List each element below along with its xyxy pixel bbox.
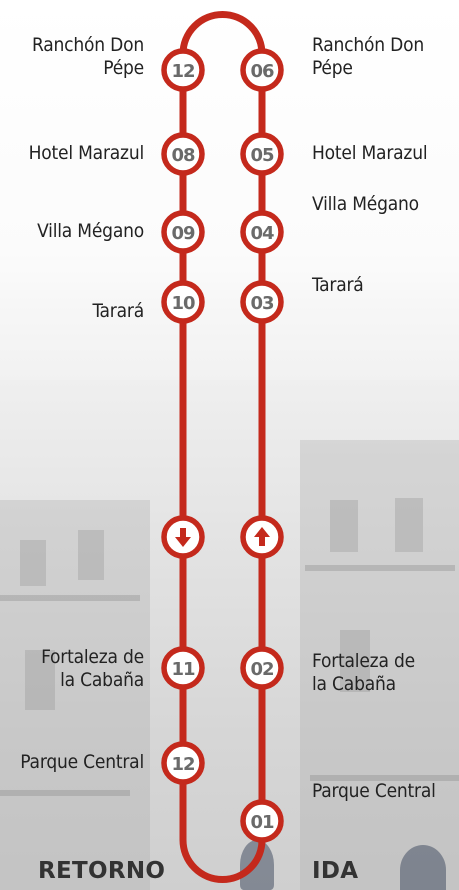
left-stop-1-number: 12 [171, 61, 194, 82]
left-stop-5-number: 11 [171, 659, 195, 680]
right-stop-1-number: 06 [250, 61, 274, 82]
background-person [400, 845, 446, 890]
background-window [25, 650, 55, 710]
background-sky [0, 0, 459, 420]
left-label-marazul: Hotel Marazul [28, 142, 145, 164]
right-stop-5-number: 02 [250, 659, 273, 680]
background-window [330, 500, 358, 552]
left-stop-2-circle [161, 132, 205, 176]
right-label-ranchon: Ranchón Don Pépe [312, 34, 424, 79]
left-stop-4-number: 10 [171, 293, 195, 314]
stops: 12 08 09 10 11 12 06 05 04 03 02 01 [161, 48, 284, 843]
right-stop-3-number: 04 [250, 223, 274, 244]
title-retorno: RETORNO [38, 858, 166, 884]
right-label-megano: Villa Mégano [312, 193, 419, 215]
background-window [395, 498, 423, 552]
left-label-fortaleza: Fortaleza de la Cabaña [41, 646, 144, 691]
background-balcony [0, 790, 130, 796]
right-stop-1-circle [240, 48, 284, 92]
background-balcony [305, 565, 455, 571]
left-stop-6-number: 12 [171, 754, 194, 775]
right-label-parque: Parque Central [312, 780, 436, 802]
left-stop-1-circle [161, 48, 205, 92]
right-stop-6-number: 01 [250, 812, 274, 833]
right-stop-2-number: 05 [250, 145, 274, 166]
right-stop-5-circle [240, 646, 284, 690]
up-arrow-icon [254, 527, 270, 546]
left-stop-6-circle [161, 741, 205, 785]
left-stop-4-circle [161, 280, 205, 324]
right-stop-4-circle [240, 280, 284, 324]
background-building [300, 440, 459, 890]
left-label-tarara: Tarará [92, 300, 144, 322]
right-label-tarara: Tarará [312, 274, 364, 296]
left-stop-3-number: 09 [171, 223, 195, 244]
background-window [78, 530, 104, 580]
right-stop-6-circle [240, 799, 284, 843]
background-window [340, 630, 370, 692]
left-stop-3-circle [161, 210, 205, 254]
background-photo [0, 380, 459, 890]
right-stop-4-number: 03 [250, 293, 274, 314]
background-building [0, 500, 150, 890]
right-stop-2-circle [240, 132, 284, 176]
background-balcony [0, 595, 140, 601]
left-label-parque: Parque Central [20, 751, 144, 773]
left-label-ranchon: Ranchón Don Pépe [32, 34, 144, 79]
background-window [20, 540, 46, 586]
background-balcony [310, 775, 459, 781]
right-stop-3-circle [240, 210, 284, 254]
right-label-marazul: Hotel Marazul [312, 142, 428, 164]
left-stop-5-circle [161, 646, 205, 690]
left-stop-2-number: 08 [171, 145, 195, 166]
right-label-fortaleza: Fortaleza de la Cabaña [312, 650, 415, 695]
title-ida: IDA [312, 858, 359, 884]
down-arrow-icon [175, 528, 191, 547]
left-label-megano: Villa Mégano [37, 220, 144, 242]
